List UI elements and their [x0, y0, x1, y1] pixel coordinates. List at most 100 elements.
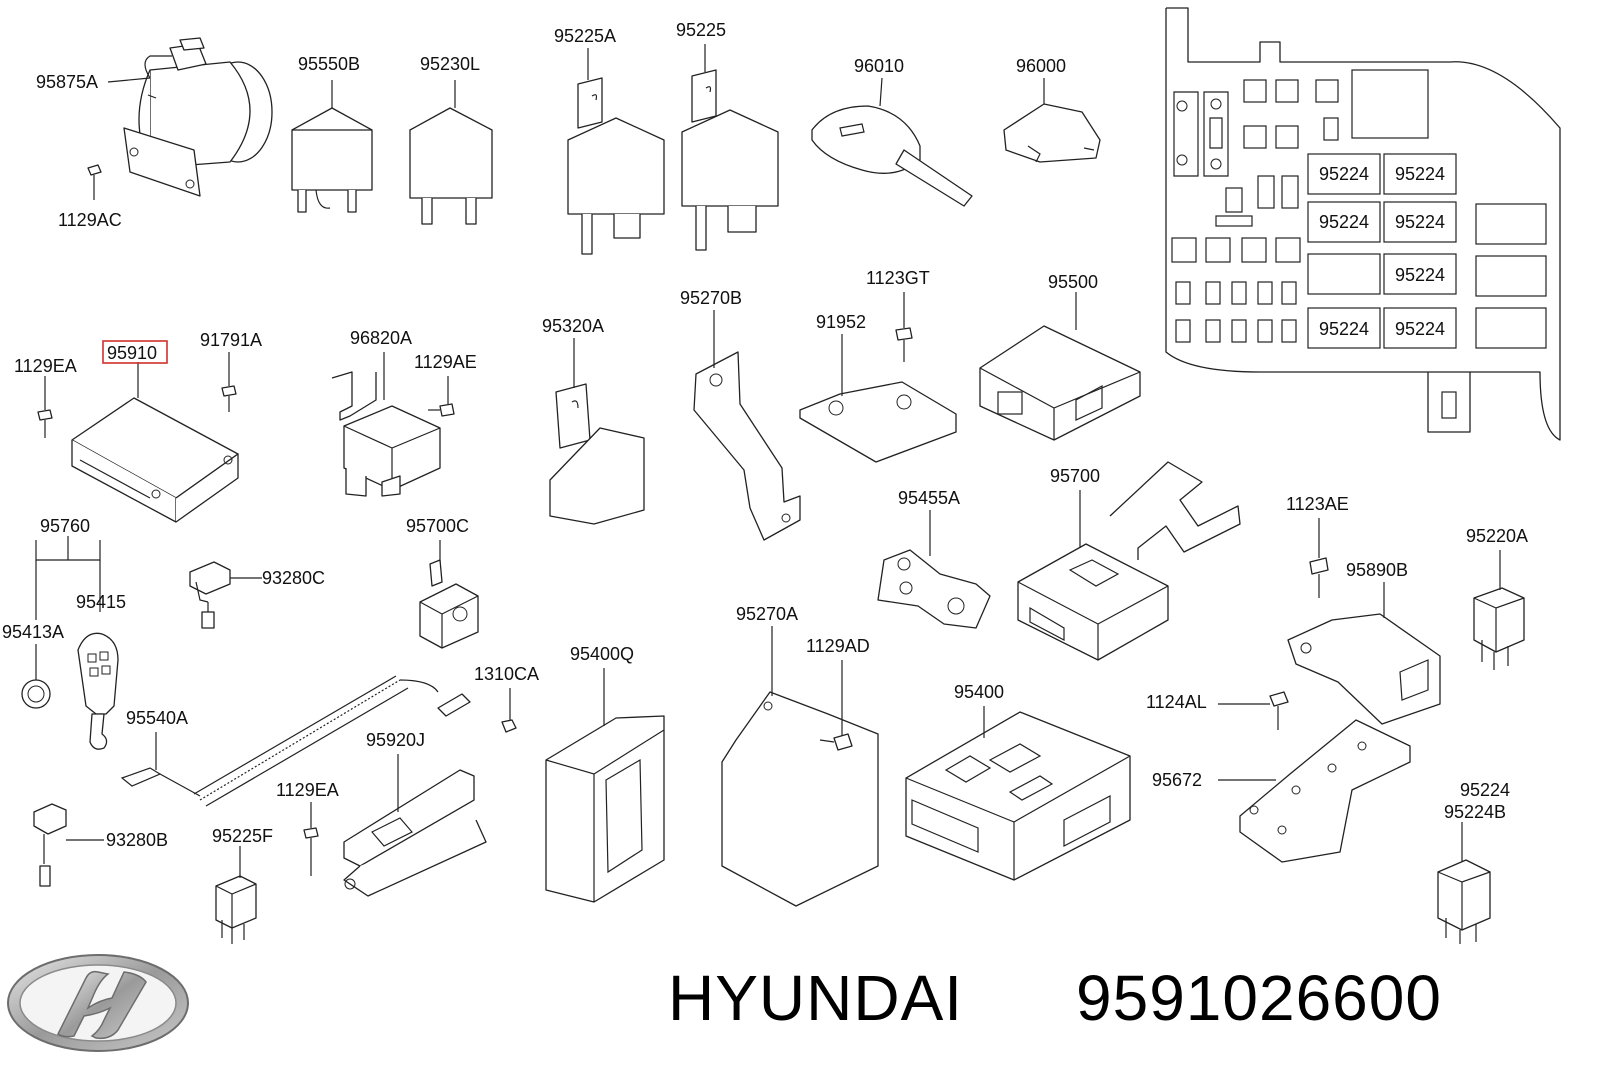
label-95225: 95225 [676, 20, 726, 40]
part-1129ea-bolt-a [37, 409, 53, 438]
label-95540a: 95540A [126, 708, 188, 728]
fuse-slot-6 [1307, 307, 1381, 349]
part-1124al-bolt [1269, 691, 1289, 730]
part-95540a-cable [120, 675, 471, 807]
label-95550b: 95550B [298, 54, 360, 74]
fuse-slot-4 [1383, 201, 1457, 243]
label-95270b: 95270B [680, 288, 742, 308]
hyundai-logo-icon [7, 954, 189, 1052]
label-1310ca: 1310CA [474, 664, 539, 684]
part-95400-module [905, 711, 1131, 881]
part-95550b-relay [291, 107, 373, 213]
label-1129ad: 1129AD [806, 636, 870, 656]
part-91952-plate [799, 381, 957, 463]
part-95415-fob [77, 632, 119, 750]
label-1123ae: 1123AE [1286, 494, 1349, 514]
fuse-slot-empty-a [1307, 253, 1381, 295]
label-1123gt: 1123GT [866, 268, 930, 288]
part-95500-module [979, 325, 1141, 441]
label-95455a: 95455A [898, 488, 960, 508]
label-95230l: 95230L [420, 54, 480, 74]
part-95225a-relay [567, 77, 665, 255]
part-95270a-bracket [721, 691, 879, 907]
part-95230l-relay [409, 107, 493, 225]
label-93280c: 93280C [262, 568, 325, 588]
part-91791a-bolt [221, 385, 237, 412]
label-95700c: 95700C [406, 516, 469, 536]
fuse-label-2: 95224 [1395, 164, 1445, 184]
part-95220a-relay [1473, 587, 1525, 670]
fuse-label-7: 95224 [1395, 319, 1445, 339]
label-95910: 95910 [107, 343, 157, 363]
label-91791a: 91791A [200, 330, 262, 350]
part-96010-key [811, 105, 973, 207]
label-95224: 95224 [1460, 780, 1510, 800]
label-95220a: 95220A [1466, 526, 1528, 546]
part-96820a-sensor [331, 371, 441, 497]
part-1123ae-bolt [1309, 557, 1329, 598]
label-91952: 91952 [816, 312, 866, 332]
part-95920j-sensor [343, 769, 487, 897]
label-95413a: 95413A [2, 622, 64, 642]
label-1129ac: 1129AC [58, 210, 122, 230]
fuse-slot-1 [1307, 153, 1381, 195]
label-96820a: 96820A [350, 328, 412, 348]
label-95225f: 95225F [212, 826, 273, 846]
label-95270a: 95270A [736, 604, 798, 624]
part-1310ca-nut [501, 719, 517, 733]
label-96010: 96010 [854, 56, 904, 76]
part-95225f-relay [215, 875, 257, 944]
part-number: 9591026600 [1076, 962, 1442, 1034]
fuse-slot-2 [1383, 153, 1457, 195]
part-95455a-bracket [877, 549, 991, 629]
part-95225-relay [681, 69, 779, 251]
label-1129ea-b: 1129EA [276, 780, 339, 800]
part-93280c-switch [189, 561, 231, 629]
label-1129ae: 1129AE [414, 352, 477, 372]
label-1124al: 1124AL [1146, 692, 1207, 712]
label-95875a: 95875A [36, 72, 98, 92]
fuse-label-3: 95224 [1319, 212, 1369, 232]
part-1129ac-bolt [87, 164, 102, 200]
label-93280b: 93280B [106, 830, 168, 850]
part-95700c-sensor [419, 559, 479, 649]
brand-name: HYUNDAI [668, 962, 963, 1034]
fuse-slot-7 [1383, 307, 1457, 349]
fuse-label-1: 95224 [1319, 164, 1369, 184]
label-95760: 95760 [40, 516, 90, 536]
label-95672: 95672 [1152, 770, 1202, 790]
part-95224-relay [1437, 859, 1491, 944]
part-95320a-relay [549, 383, 645, 525]
part-93280b-switch [33, 803, 67, 887]
part-95875a-motor [123, 37, 273, 197]
highlight-box-95910 [102, 340, 168, 364]
fuse-slot-5 [1383, 253, 1457, 295]
fuse-slot-3 [1307, 201, 1381, 243]
label-95500: 95500 [1048, 272, 1098, 292]
label-95225a: 95225A [554, 26, 616, 46]
label-95400: 95400 [954, 682, 1004, 702]
fuse-label-6: 95224 [1319, 319, 1369, 339]
part-95413a-ring [21, 679, 51, 709]
label-95400q: 95400Q [570, 644, 634, 664]
label-95890b: 95890B [1346, 560, 1408, 580]
part-95400q-module [545, 715, 665, 903]
fuse-label-5: 95224 [1395, 265, 1445, 285]
part-95270b-bracket [693, 351, 801, 541]
label-95700: 95700 [1050, 466, 1100, 486]
label-95320a: 95320A [542, 316, 604, 336]
label-95415: 95415 [76, 592, 126, 612]
part-1123gt-bolt [895, 327, 913, 362]
fuse-box: 95224 95224 95224 95224 95224 95224 9522… [1165, 7, 1561, 441]
part-95890b-module [1287, 613, 1441, 725]
part-1129ad-bolt [819, 733, 853, 751]
fuse-label-4: 95224 [1395, 212, 1445, 232]
part-1129ea-bolt-b [303, 827, 319, 858]
label-95920j: 95920J [366, 730, 425, 750]
part-95700-module [1017, 461, 1241, 661]
part-1129ae-bolt [428, 403, 455, 417]
label-95224b: 95224B [1444, 802, 1506, 822]
part-labels: 95875A 1129AC 95550B 95230L 95225A 95225… [2, 20, 1528, 850]
